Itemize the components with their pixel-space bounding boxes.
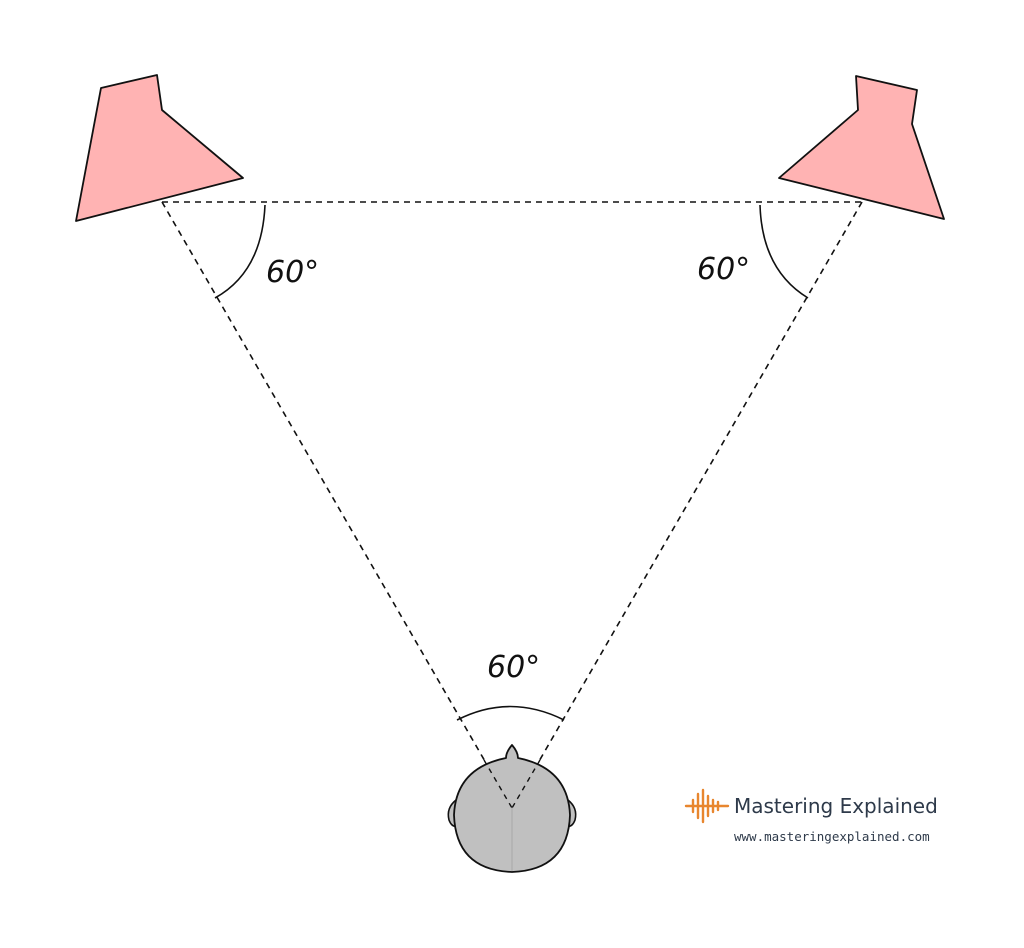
listener-head [447, 744, 577, 873]
listener-arc [456, 705, 565, 721]
left-speaker [75, 74, 244, 222]
brand-name: Mastering Explained [734, 794, 938, 818]
brand-logo: Mastering Explained www.masteringexplain… [684, 788, 938, 844]
left-listener-line [161, 201, 513, 809]
listener-angle-label: 60° [487, 650, 540, 685]
right-speaker [778, 75, 945, 220]
waveform-icon [684, 788, 730, 824]
listening-triangle [161, 201, 863, 809]
right-speaker-angle-label: 60° [697, 252, 750, 287]
left-speaker-angle-label: 60° [266, 255, 319, 290]
right-speaker-arc [759, 204, 809, 299]
angle-arcs [214, 204, 809, 721]
brand-url: www.masteringexplained.com [734, 829, 930, 844]
right-listener-line [511, 201, 863, 809]
left-speaker-arc [214, 204, 266, 299]
